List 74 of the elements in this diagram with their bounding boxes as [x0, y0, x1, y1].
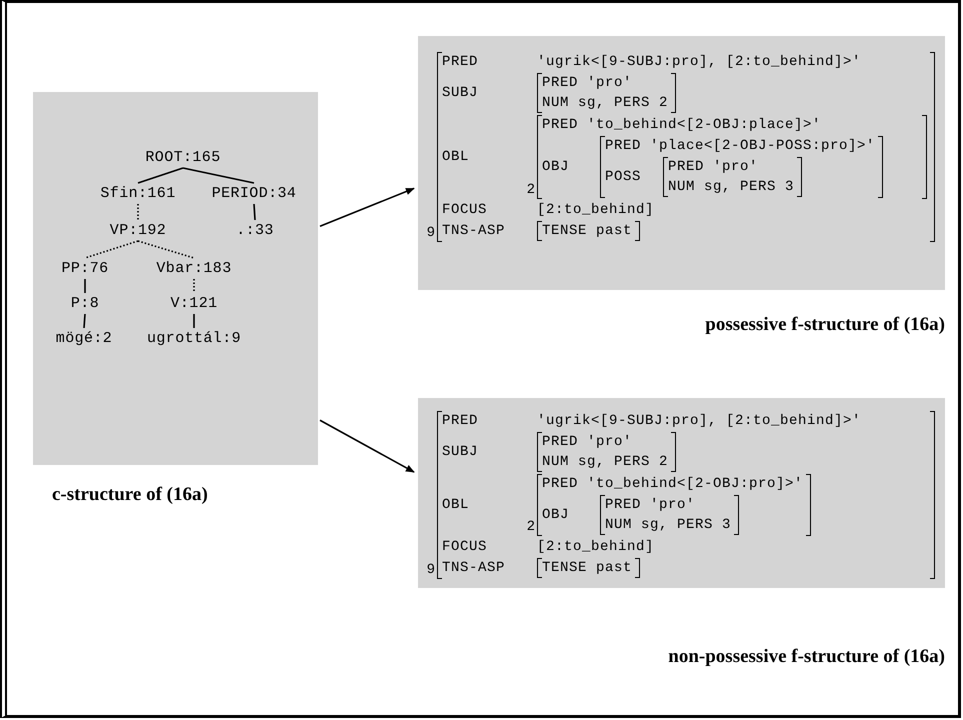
attribute-value: NUM sg, PERS 3	[668, 178, 794, 196]
tree-label: .:33	[236, 222, 274, 239]
tree-label: Sfin:161	[100, 185, 176, 202]
attribute-matrix	[663, 157, 802, 197]
tree-label: P:8	[70, 295, 100, 312]
attribute-name: FOCUS	[442, 201, 488, 219]
attribute-value: PRED 'to_behind<[2-OBJ:place]>'	[542, 116, 822, 134]
attribute-value: [2:to_behind]	[537, 538, 654, 556]
arrow	[320, 188, 415, 228]
attribute-matrix	[537, 432, 676, 472]
attribute-value: NUM sg, PERS 2	[542, 94, 668, 112]
attribute-value: TENSE past	[542, 222, 632, 240]
panel-caption: c-structure of (16a)	[52, 484, 208, 506]
tree-label: Vbar:183	[156, 260, 232, 277]
attribute-matrix	[537, 558, 640, 578]
attribute-value: NUM sg, PERS 2	[542, 453, 668, 471]
attribute-value: PRED 'pro'	[542, 433, 632, 451]
attribute-name: PRED	[442, 53, 478, 71]
attribute-name: FOCUS	[442, 538, 488, 556]
attribute-value: NUM sg, PERS 3	[605, 516, 732, 534]
attribute-name: OBL	[442, 496, 470, 514]
attribute-name: POSS	[605, 168, 642, 186]
index-tag: 9	[426, 561, 437, 579]
attribute-value: PRED 'pro'	[542, 74, 632, 92]
f-structure-panel	[418, 36, 945, 290]
index-tag: 9	[426, 224, 437, 242]
panel-caption: non-possessive f-structure of (16a)	[668, 646, 945, 668]
c-structure-panel	[33, 92, 318, 465]
tree-label: PERIOD:34	[212, 185, 296, 202]
attribute-value: 'ugrik<[9-SUBJ:pro], [2:to_behind]>'	[537, 53, 862, 71]
tree-branch	[84, 279, 86, 293]
index-tag: 2	[526, 518, 537, 536]
attribute-matrix	[537, 115, 927, 199]
attribute-value: [2:to_behind]	[537, 201, 654, 219]
f-structure-panel	[418, 398, 945, 588]
attribute-matrix	[437, 411, 935, 579]
attribute-value: PRED 'pro'	[668, 158, 758, 176]
tree-branch	[193, 314, 195, 328]
attribute-matrix	[537, 474, 812, 536]
attribute-matrix	[437, 52, 935, 242]
attribute-value: PRED 'pro'	[605, 496, 696, 514]
attribute-value: PRED 'place<[2-OBJ-POSS:pro]>'	[605, 137, 876, 155]
tree-branch	[137, 204, 139, 220]
panel-caption: possessive f-structure of (16a)	[705, 314, 945, 336]
attribute-name: OBJ	[542, 158, 570, 176]
tree-label: ROOT:165	[145, 149, 221, 166]
attribute-name: SUBJ	[442, 443, 478, 461]
tree-label: mögé:2	[56, 330, 112, 347]
tree-branch	[253, 204, 256, 220]
attribute-value: PRED 'to_behind<[2-OBJ:pro]>'	[542, 475, 804, 493]
attribute-value: TENSE past	[542, 559, 632, 577]
tree-branch	[138, 240, 194, 259]
arrow	[320, 420, 415, 473]
attribute-matrix	[600, 136, 884, 198]
attribute-name: TNS-ASP	[442, 559, 506, 577]
tree-branch	[84, 240, 138, 259]
tree-label: PP:76	[62, 260, 108, 277]
attribute-name: OBJ	[542, 506, 570, 524]
attribute-name: PRED	[442, 412, 478, 430]
attribute-name: OBL	[442, 148, 470, 166]
tree-label: ugrottál:9	[147, 330, 241, 347]
tree-branch	[138, 167, 184, 184]
attribute-matrix	[537, 221, 640, 241]
attribute-name: TNS-ASP	[442, 222, 506, 240]
attribute-value: 'ugrik<[9-SUBJ:pro], [2:to_behind]>'	[537, 412, 862, 430]
attribute-matrix	[537, 73, 676, 113]
tree-label: V:121	[170, 295, 218, 312]
tree-branch	[193, 279, 195, 293]
attribute-matrix	[600, 495, 740, 535]
tree-branch	[182, 167, 254, 184]
index-tag: 2	[526, 181, 537, 199]
attribute-name: SUBJ	[442, 84, 478, 102]
tree-label: VP:192	[110, 222, 166, 239]
tree-branch	[83, 314, 86, 328]
